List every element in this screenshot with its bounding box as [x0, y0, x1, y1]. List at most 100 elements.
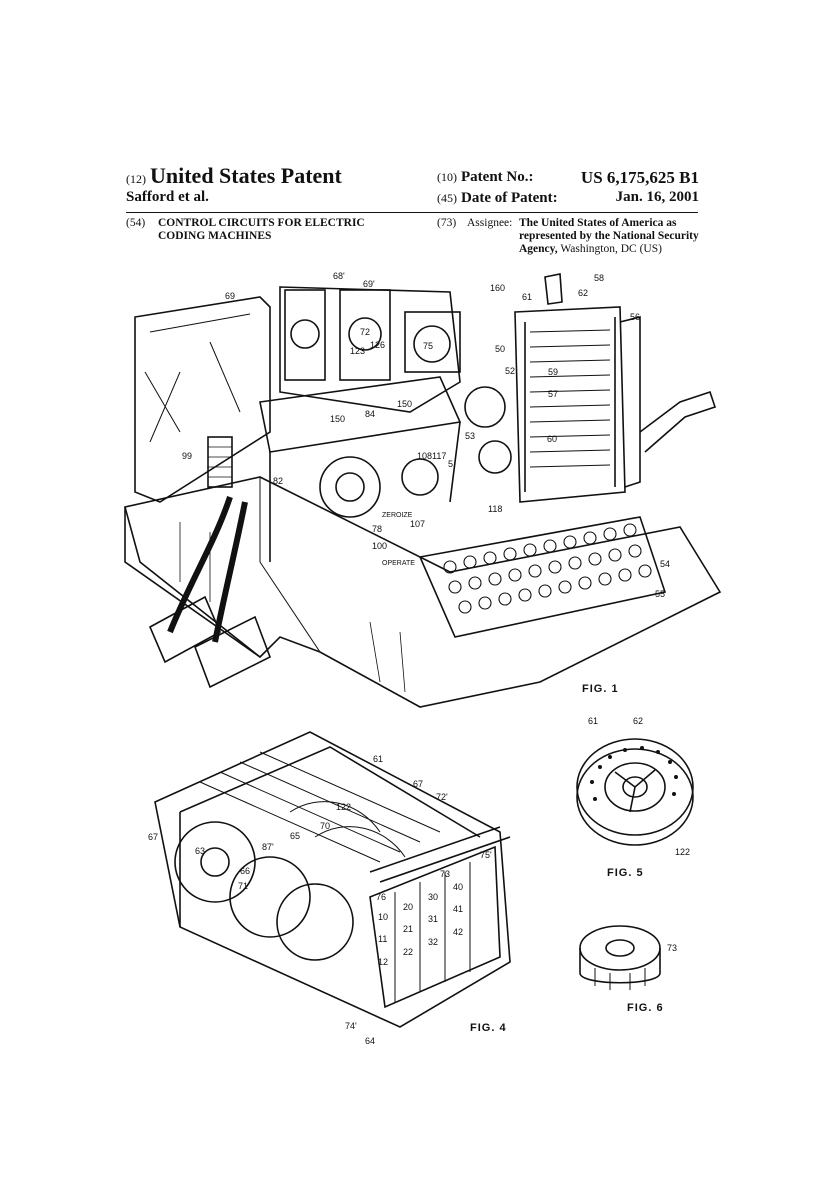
fig5-ref: 61 [588, 716, 598, 726]
fig1-ref: 78 [372, 524, 382, 534]
patent-no-value: US 6,175,625 B1 [580, 168, 699, 187]
fig4-ref: 122 [336, 802, 351, 812]
fig1-ref: 118 [488, 504, 502, 514]
patent-no-label: Patent No.: [461, 169, 534, 185]
title-block: (54) CONTROL CIRCUITS FOR ELECTRIC CODIN… [126, 217, 365, 242]
patent-number-line: (10) Patent No.: US 6,175,625 B1 [437, 168, 699, 187]
fig1-ref: 57 [548, 389, 558, 399]
title-line-2: CODING MACHINES [158, 230, 272, 242]
fig1-ref: 50 [495, 344, 505, 354]
fig1-rotor-stack [514, 306, 626, 503]
fig1-left-panel [134, 296, 271, 503]
fig1-ref: 108 [417, 451, 432, 461]
date-value: Jan. 16, 2001 [615, 189, 699, 205]
fig1-ref: 53 [465, 431, 475, 441]
assignee-label: Assignee: [467, 217, 513, 229]
fig1-ref: 126 [370, 340, 385, 350]
fig4-rotor-number: 40 [453, 882, 463, 892]
fig1-ref: 117 [432, 451, 446, 461]
patent-kind-header: (12) United States Patent [126, 163, 342, 189]
fig1-ref: 84 [365, 409, 375, 419]
fig1-ref: 55 [655, 589, 665, 599]
fig4-ref: 63 [195, 846, 205, 856]
fig6-ref: 73 [667, 943, 677, 953]
patent-no-code: (10) [437, 170, 457, 184]
fig4-shaft [369, 826, 511, 883]
fig1-ref: 54 [660, 559, 670, 569]
fig1-ref: 5 [448, 459, 453, 469]
fig4-ref: 70 [320, 821, 330, 831]
fig1-label: FIG. 1 [582, 683, 619, 695]
fig1-ref: 52 [505, 366, 515, 376]
fig4-ref: 64 [365, 1036, 375, 1046]
fig5-drawing: 61 62 122 [576, 716, 694, 857]
fig4-ref: 71' [238, 881, 250, 891]
fig4-rotor-number: 31 [428, 914, 438, 924]
fig1-lever [544, 273, 563, 305]
assignee-text: The United States of America as represen… [519, 217, 704, 256]
fig1-ref: 150 [397, 399, 412, 409]
fig4-ref: 87' [262, 842, 274, 852]
fig1-ref: 160 [490, 283, 505, 293]
fig1-ref: 82 [273, 476, 283, 486]
fig4-ref: 61 [373, 754, 383, 764]
assignee-line-1: The United States of America as [519, 217, 677, 229]
fig4-rotor-number: 30 [428, 892, 438, 902]
fig1-coil [207, 436, 233, 488]
fig4-ref: 76 [376, 892, 386, 902]
fig4-rotor-number: 42 [453, 927, 463, 937]
header-code: (12) [126, 172, 146, 186]
fig4-rotor-number: 32 [428, 937, 438, 947]
fig4-ref: 72' [436, 792, 448, 802]
fig4-left-disc [174, 821, 256, 903]
fig4-ref: 67 [148, 832, 158, 842]
fig1-ref: 56 [630, 312, 640, 322]
fig5-reference-labels: 61 62 122 [588, 716, 690, 857]
fig1-plug-right [193, 615, 272, 689]
fig4-rotor-face [369, 845, 501, 1009]
fig1-ref: OPERATE [382, 560, 415, 567]
fig1-reference-labels: 69 68' 69' 72 123 126 75 150 84 150 99 8… [182, 271, 670, 599]
fig4-rotor-numbers: 10 11 12 20 21 22 30 31 32 40 41 42 [378, 882, 463, 967]
fig5-rotor-outer [576, 738, 694, 836]
patent-date-line: (45) Date of Patent: Jan. 16, 2001 [437, 189, 699, 207]
fig4-rotor-number: 20 [403, 902, 413, 912]
fig4-housing [154, 731, 511, 1028]
title-line-1: CONTROL CIRCUITS FOR ELECTRIC [158, 217, 365, 229]
patent-office-title: United States Patent [150, 163, 342, 188]
fig1-middle-panel [259, 376, 462, 453]
fig4-rotor-number: 11 [378, 934, 387, 944]
fig1-ref: ZEROIZE [382, 512, 413, 519]
date-code: (45) [437, 191, 457, 205]
fig1-ref: 150 [330, 414, 345, 424]
fig5-ref: 62 [633, 716, 643, 726]
fig1-crank [639, 390, 717, 453]
header-divider [126, 212, 698, 213]
fig1-gear-large [319, 456, 381, 518]
fig1-keys [443, 523, 652, 614]
fig4-ref: 75' [480, 850, 492, 860]
fig6-rotor-top [579, 925, 661, 971]
fig1-ref: 99 [182, 451, 192, 461]
fig1-rotor-frame [279, 286, 461, 413]
fig4-rotor-number: 22 [403, 947, 413, 957]
fig1-ref: 59 [548, 367, 558, 377]
fig1-ref: 123 [350, 346, 365, 356]
fig4-drawing: 10 11 12 20 21 22 30 31 32 40 41 42 61 6… [148, 731, 511, 1046]
fig4-rotor-number: 41 [453, 904, 463, 914]
assignee-code: (73) [437, 217, 457, 229]
fig1-ref: 68' [333, 271, 345, 281]
fig4-ref: 73 [440, 869, 450, 879]
fig4-rotor-number: 10 [378, 912, 388, 922]
fig1-drawing: 69 68' 69' 72 123 126 75 150 84 150 99 8… [124, 271, 722, 708]
fig4-rotor-number: 12 [378, 957, 388, 967]
fig6-drawing: 73 [579, 925, 677, 990]
fig1-ref: 75 [423, 341, 433, 351]
fig1-ref: 69' [363, 279, 375, 289]
fig4-ref: 67 [413, 779, 423, 789]
inventors: Safford et al. [126, 189, 209, 205]
fig1-ref: 100 [372, 541, 387, 551]
assignee-line-2: represented by the National Security [519, 230, 699, 242]
fig1-base [124, 476, 722, 708]
fig4-ref: 74' [345, 1021, 357, 1031]
